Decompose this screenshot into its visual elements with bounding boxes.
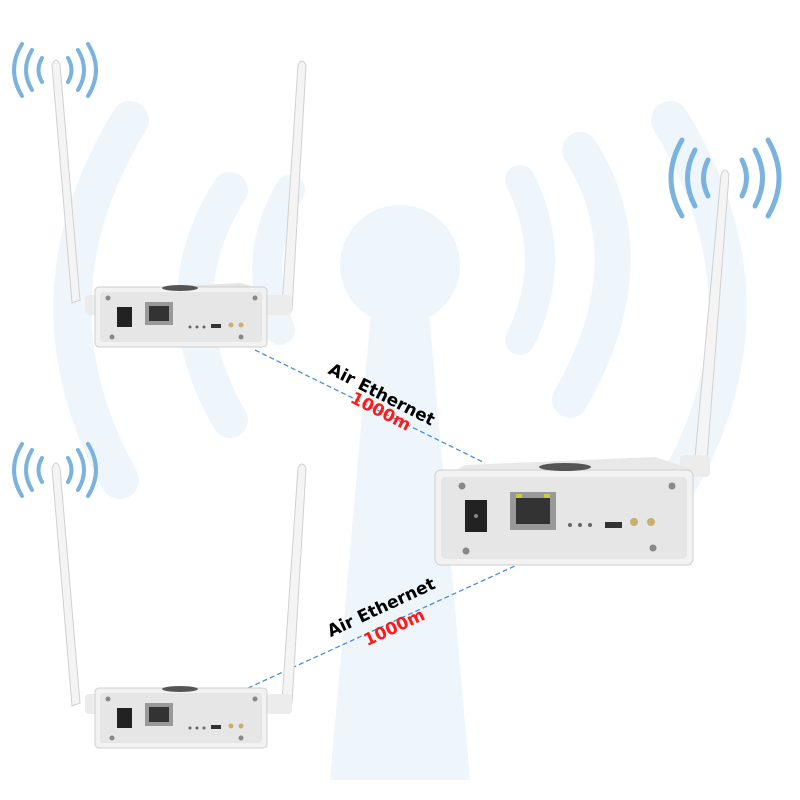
wifi-signal-icon <box>12 442 98 498</box>
antenna-icon <box>694 169 730 461</box>
wifi-signal-icon <box>12 42 98 98</box>
wifi-signal-icon <box>668 137 782 219</box>
link-line-bottom <box>247 559 529 689</box>
dc-power-jack <box>117 708 132 728</box>
antenna-icon <box>51 59 307 311</box>
link-line-top <box>254 349 486 464</box>
router-bottom-left <box>51 462 307 749</box>
dc-power-jack <box>117 307 132 327</box>
router-right <box>434 169 730 566</box>
router-top-left <box>51 59 307 348</box>
antenna-icon <box>51 462 307 707</box>
